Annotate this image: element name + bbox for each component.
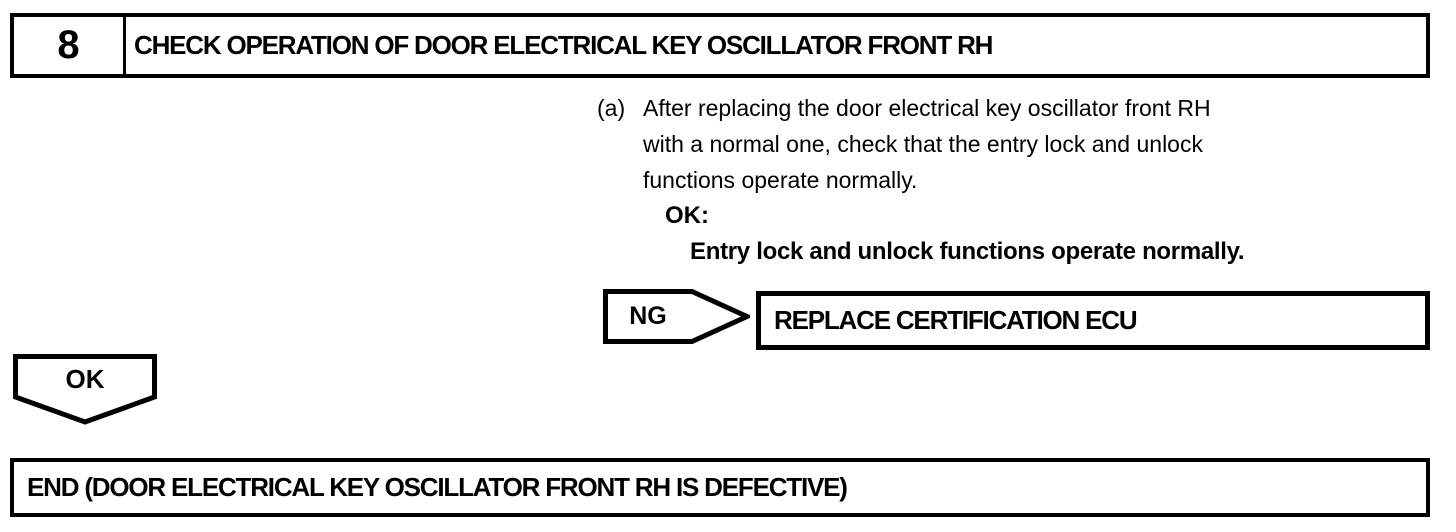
step-header-box: 8 CHECK OPERATION OF DOOR ELECTRICAL KEY… xyxy=(10,13,1430,78)
instruction-text: After replacing the door electrical key … xyxy=(643,90,1211,198)
end-result-box: END (DOOR ELECTRICAL KEY OSCILLATOR FRON… xyxy=(10,458,1430,517)
instruction-line: with a normal one, check that the entry … xyxy=(643,131,1203,157)
ok-connector: OK xyxy=(13,354,157,425)
instruction-row: (a) After replacing the door electrical … xyxy=(597,90,1244,198)
ng-arrow-icon xyxy=(603,289,750,344)
ng-action-text: REPLACE CERTIFICATION ECU xyxy=(774,305,1138,335)
end-result-text: END (DOOR ELECTRICAL KEY OSCILLATOR FRON… xyxy=(27,472,848,502)
ng-connector-label: NG xyxy=(629,302,667,330)
ok-condition-label: OK: xyxy=(665,202,709,229)
ok-arrow-icon xyxy=(13,354,157,425)
instruction-block: (a) After replacing the door electrical … xyxy=(597,90,1245,270)
step-number: 8 xyxy=(57,23,80,67)
step-number-cell: 8 xyxy=(14,17,126,74)
ok-connector-label: OK xyxy=(65,364,105,394)
ok-criterion-text: Entry lock and unlock functions operate … xyxy=(690,238,1245,265)
ng-connector: NG xyxy=(603,289,750,344)
instruction-line: After replacing the door electrical key … xyxy=(643,95,1211,121)
ng-action-box: REPLACE CERTIFICATION ECU xyxy=(756,291,1430,350)
step-title-cell: CHECK OPERATION OF DOOR ELECTRICAL KEY O… xyxy=(126,17,1426,74)
instruction-item-label: (a) xyxy=(597,95,626,121)
step-title: CHECK OPERATION OF DOOR ELECTRICAL KEY O… xyxy=(134,30,993,60)
instruction-line: functions operate normally. xyxy=(643,167,918,193)
